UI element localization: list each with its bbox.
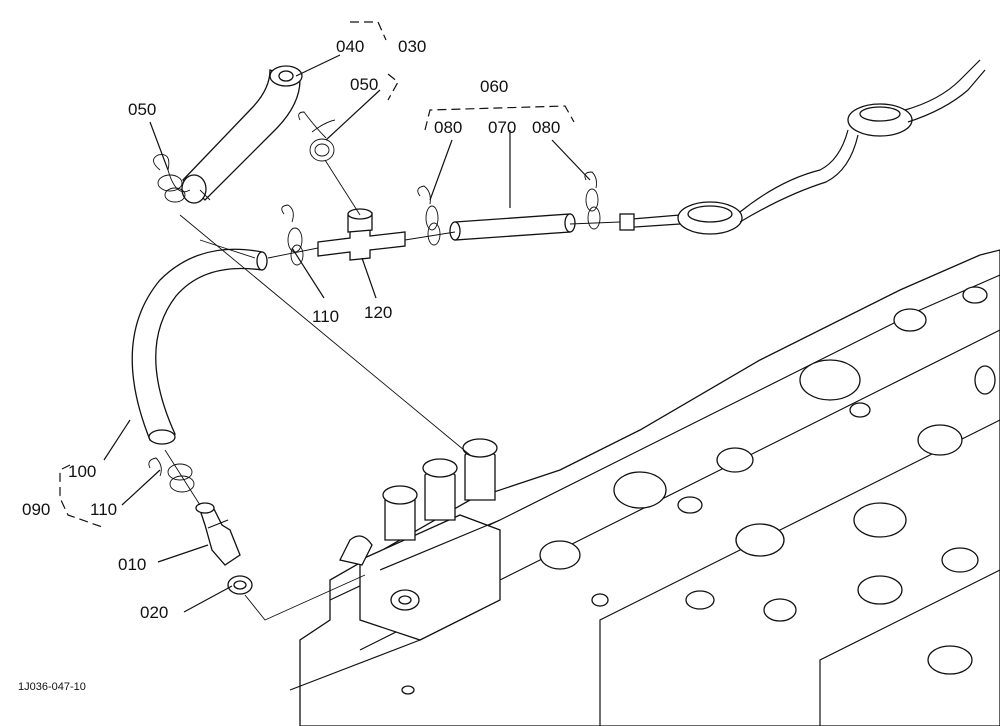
hose-040	[181, 65, 303, 204]
label-070: 070	[488, 118, 516, 137]
part-labels: 040 030 050 050 060 080 070 080 110 120 …	[18, 37, 560, 693]
label-110-upper: 110	[312, 307, 339, 326]
head-ports	[401, 286, 996, 695]
clamp-050-left	[153, 154, 191, 203]
leader-lines	[103, 54, 591, 613]
cylinder-head	[289, 249, 1000, 726]
label-060: 060	[480, 77, 508, 96]
label-090: 090	[22, 500, 50, 519]
label-080-left: 080	[434, 118, 462, 137]
label-080-right: 080	[532, 118, 560, 137]
drawing-code: 1J036-047-10	[18, 681, 86, 693]
washer-020	[227, 575, 253, 595]
hose-100	[131, 248, 268, 445]
clamps	[148, 111, 601, 493]
assembly-lines	[164, 159, 621, 621]
label-040: 040	[336, 37, 364, 56]
label-100: 100	[68, 462, 96, 481]
label-030: 030	[398, 37, 426, 56]
fuel-return-pipe	[619, 59, 986, 235]
label-010: 010	[118, 555, 146, 574]
clamp-050-right	[298, 111, 336, 162]
injection-pump	[339, 438, 501, 641]
group-brackets	[59, 21, 575, 529]
clamp-080-right	[584, 171, 601, 230]
label-020: 020	[140, 603, 168, 622]
label-050-left: 050	[128, 100, 156, 119]
t-joint-120	[317, 208, 406, 261]
connector-010	[195, 502, 241, 566]
clamp-110-lower	[148, 457, 195, 493]
hose-070	[449, 213, 576, 241]
clamp-110-upper	[281, 204, 304, 266]
label-110-lower: 110	[90, 500, 117, 519]
label-120: 120	[364, 303, 392, 322]
label-050-right: 050	[350, 75, 378, 94]
